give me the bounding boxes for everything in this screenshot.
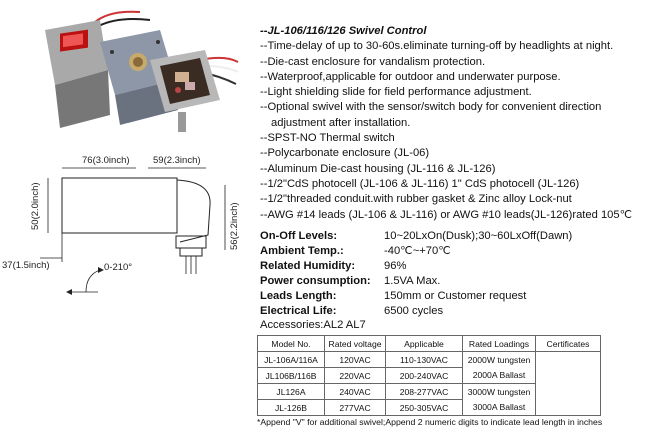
cell-applicable: 250-305VAC [385,399,463,416]
property-value: 150mm or Customer request [384,290,527,303]
cell-voltage: 220VAC [324,367,386,384]
feature-item: --Die-cast enclosure for vandalism prote… [260,55,486,68]
cell-loadings: 3000W tungsten 3000A Ballast [462,383,536,416]
property-value: 6500 cycles [384,305,444,318]
dim-offset: 37(1.5inch) [2,260,50,271]
property-value: -40℃~+70℃ [384,245,451,258]
property-key: Leads Length: [260,290,337,303]
property-row: Power consumption: 1.5VA Max. [260,274,655,289]
feature-item: --Polycarbonate enclosure (JL-06) [260,147,430,160]
feature-item: --Optional swivel with the sensor/switch… [260,101,602,114]
feature-item: --1/2"threaded conduit.with rubber gaske… [260,193,572,206]
property-row: On-Off Levels: 10~20LxOn(Dusk);30~60LxOff… [260,229,655,244]
swivel-angle: 0-210° [104,262,133,273]
property-key: On-Off Levels: [260,230,338,242]
accessories: Accessories:AL2 AL7 [260,319,366,331]
feature-item: adjustment after installation. [271,116,411,129]
model-table: Model No. Rated voltage Applicable Rated… [257,335,601,416]
property-key: Electrical Life: [260,305,337,318]
feature-item: --AWG #14 leads (JL-106 & JL-116) or AWG… [260,208,633,221]
feature-item: --Time-delay of up to 30-60s.eliminate t… [260,40,614,53]
cell-voltage: 240VAC [324,383,386,400]
loading-line: 2000W tungsten [467,354,531,365]
table-row: JL-106A/116A 120VAC 110-130VAC 2000W tun… [257,351,601,416]
cell-applicable: 200-240VAC [385,367,463,384]
drawing-lines [40,167,226,295]
header-certificates: Certificates [535,335,601,352]
cell-voltage: 120VAC [324,351,386,368]
cell-loadings: 2000W tungsten 2000A Ballast [462,351,536,384]
loading-line: 3000W tungsten [467,386,531,397]
header-model: Model No. [257,335,325,352]
dimension-drawing: 76(3.0inch) 59(2.3inch) 50(2.0inch) 56(2… [0,150,240,310]
product-title: --JL-106/116/126 Swivel Control [260,25,427,37]
property-row: Leads Length: 150mm or Customer request [260,289,655,304]
cell-applicable: 208-277VAC [385,383,463,400]
table-row: JL106B/116B 220VAC 200-240VAC [257,367,601,384]
property-row: Ambient Temp.: -40℃~+70℃ [260,244,655,259]
cell-model: JL126A [257,383,325,400]
cell-model: JL-126B [257,399,325,416]
header-loadings: Rated Loadings [462,335,536,352]
property-key: Related Humidity: [260,260,356,273]
dim-height-right: 56(2.2inch) [229,202,240,250]
dim-width: 76(3.0inch) [82,155,130,166]
property-row: Related Humidity: 96% [260,259,655,274]
cell-applicable: 110-130VAC [385,351,463,368]
product-photo [45,10,239,132]
property-list: On-Off Levels: 10~20LxOn(Dusk);30~60LxOff… [260,229,655,320]
loading-line: 3000A Ballast [472,401,526,412]
property-row: Electrical Life: 6500 cycles [260,304,655,319]
property-value: 1.5VA Max. [384,275,441,288]
cell-voltage: 277VAC [324,399,386,416]
property-value: 96% [384,260,407,273]
table-header-row: Model No. Rated voltage Applicable Rated… [257,335,601,352]
feature-item: --Light shielding slide for field perfor… [260,86,532,99]
dim-height-left: 50(2.0inch) [30,182,41,230]
feature-list: --JL-106/116/126 Swivel Control --Time-d… [260,24,655,223]
feature-item: --Waterproof,applicable for outdoor and … [260,70,561,83]
property-key: Power consumption: [260,275,371,288]
feature-item: --Aluminum Die-cast housing (JL-116 & JL… [260,162,496,175]
cell-model: JL106B/116B [257,367,325,384]
loading-line: 2000A Ballast [472,369,526,380]
table-row: JL-126B 277VAC 250-305VAC [257,399,601,416]
cell-certificates [535,351,601,416]
property-key: Ambient Temp.: [260,245,344,258]
feature-item: --1/2"CdS photocell (JL-106 & JL-116) 1"… [260,177,580,190]
cell-model: JL-106A/116A [257,351,325,368]
header-applicable: Applicable [385,335,463,352]
dim-depth: 59(2.3inch) [153,155,201,166]
footnote: *Append "V" for additional swivel;Append… [257,417,603,427]
feature-item: --SPST-NO Thermal switch [260,132,395,145]
header-voltage: Rated voltage [324,335,386,352]
property-value: 10~20LxOn(Dusk);30~60LxOff(Dawn) [384,230,573,242]
